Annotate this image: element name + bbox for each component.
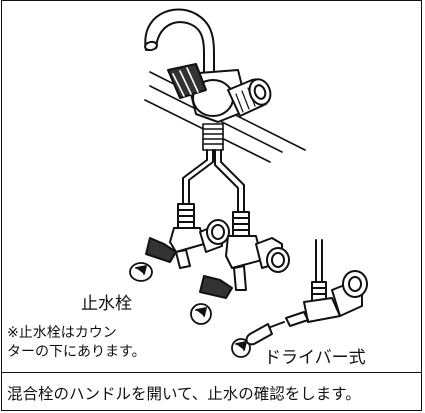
stop-valve-left bbox=[145, 203, 230, 269]
supply-pipes bbox=[182, 149, 245, 213]
note-line-2: ターの下にあります。 bbox=[7, 344, 146, 360]
screwdriver bbox=[245, 321, 285, 346]
right-handle bbox=[227, 78, 272, 117]
rotate-arrow-left bbox=[129, 262, 153, 282]
left-handle bbox=[167, 63, 207, 99]
threaded-shank bbox=[202, 123, 224, 151]
stop-valve-right bbox=[199, 211, 290, 299]
rotate-arrow-middle bbox=[190, 303, 212, 325]
screwdriver-type-valve bbox=[285, 239, 368, 327]
caption-box: 混合栓のハンドルを開いて、止水の確認をします。 bbox=[1, 372, 422, 411]
stop-valve-label: 止水栓 bbox=[81, 294, 132, 314]
note-line-1: ※止水栓はカウン bbox=[7, 325, 117, 341]
caption-text: 混合栓のハンドルを開いて、止水の確認をします。 bbox=[7, 385, 361, 403]
screwdriver-type-label: ドライバー式 bbox=[264, 348, 366, 368]
